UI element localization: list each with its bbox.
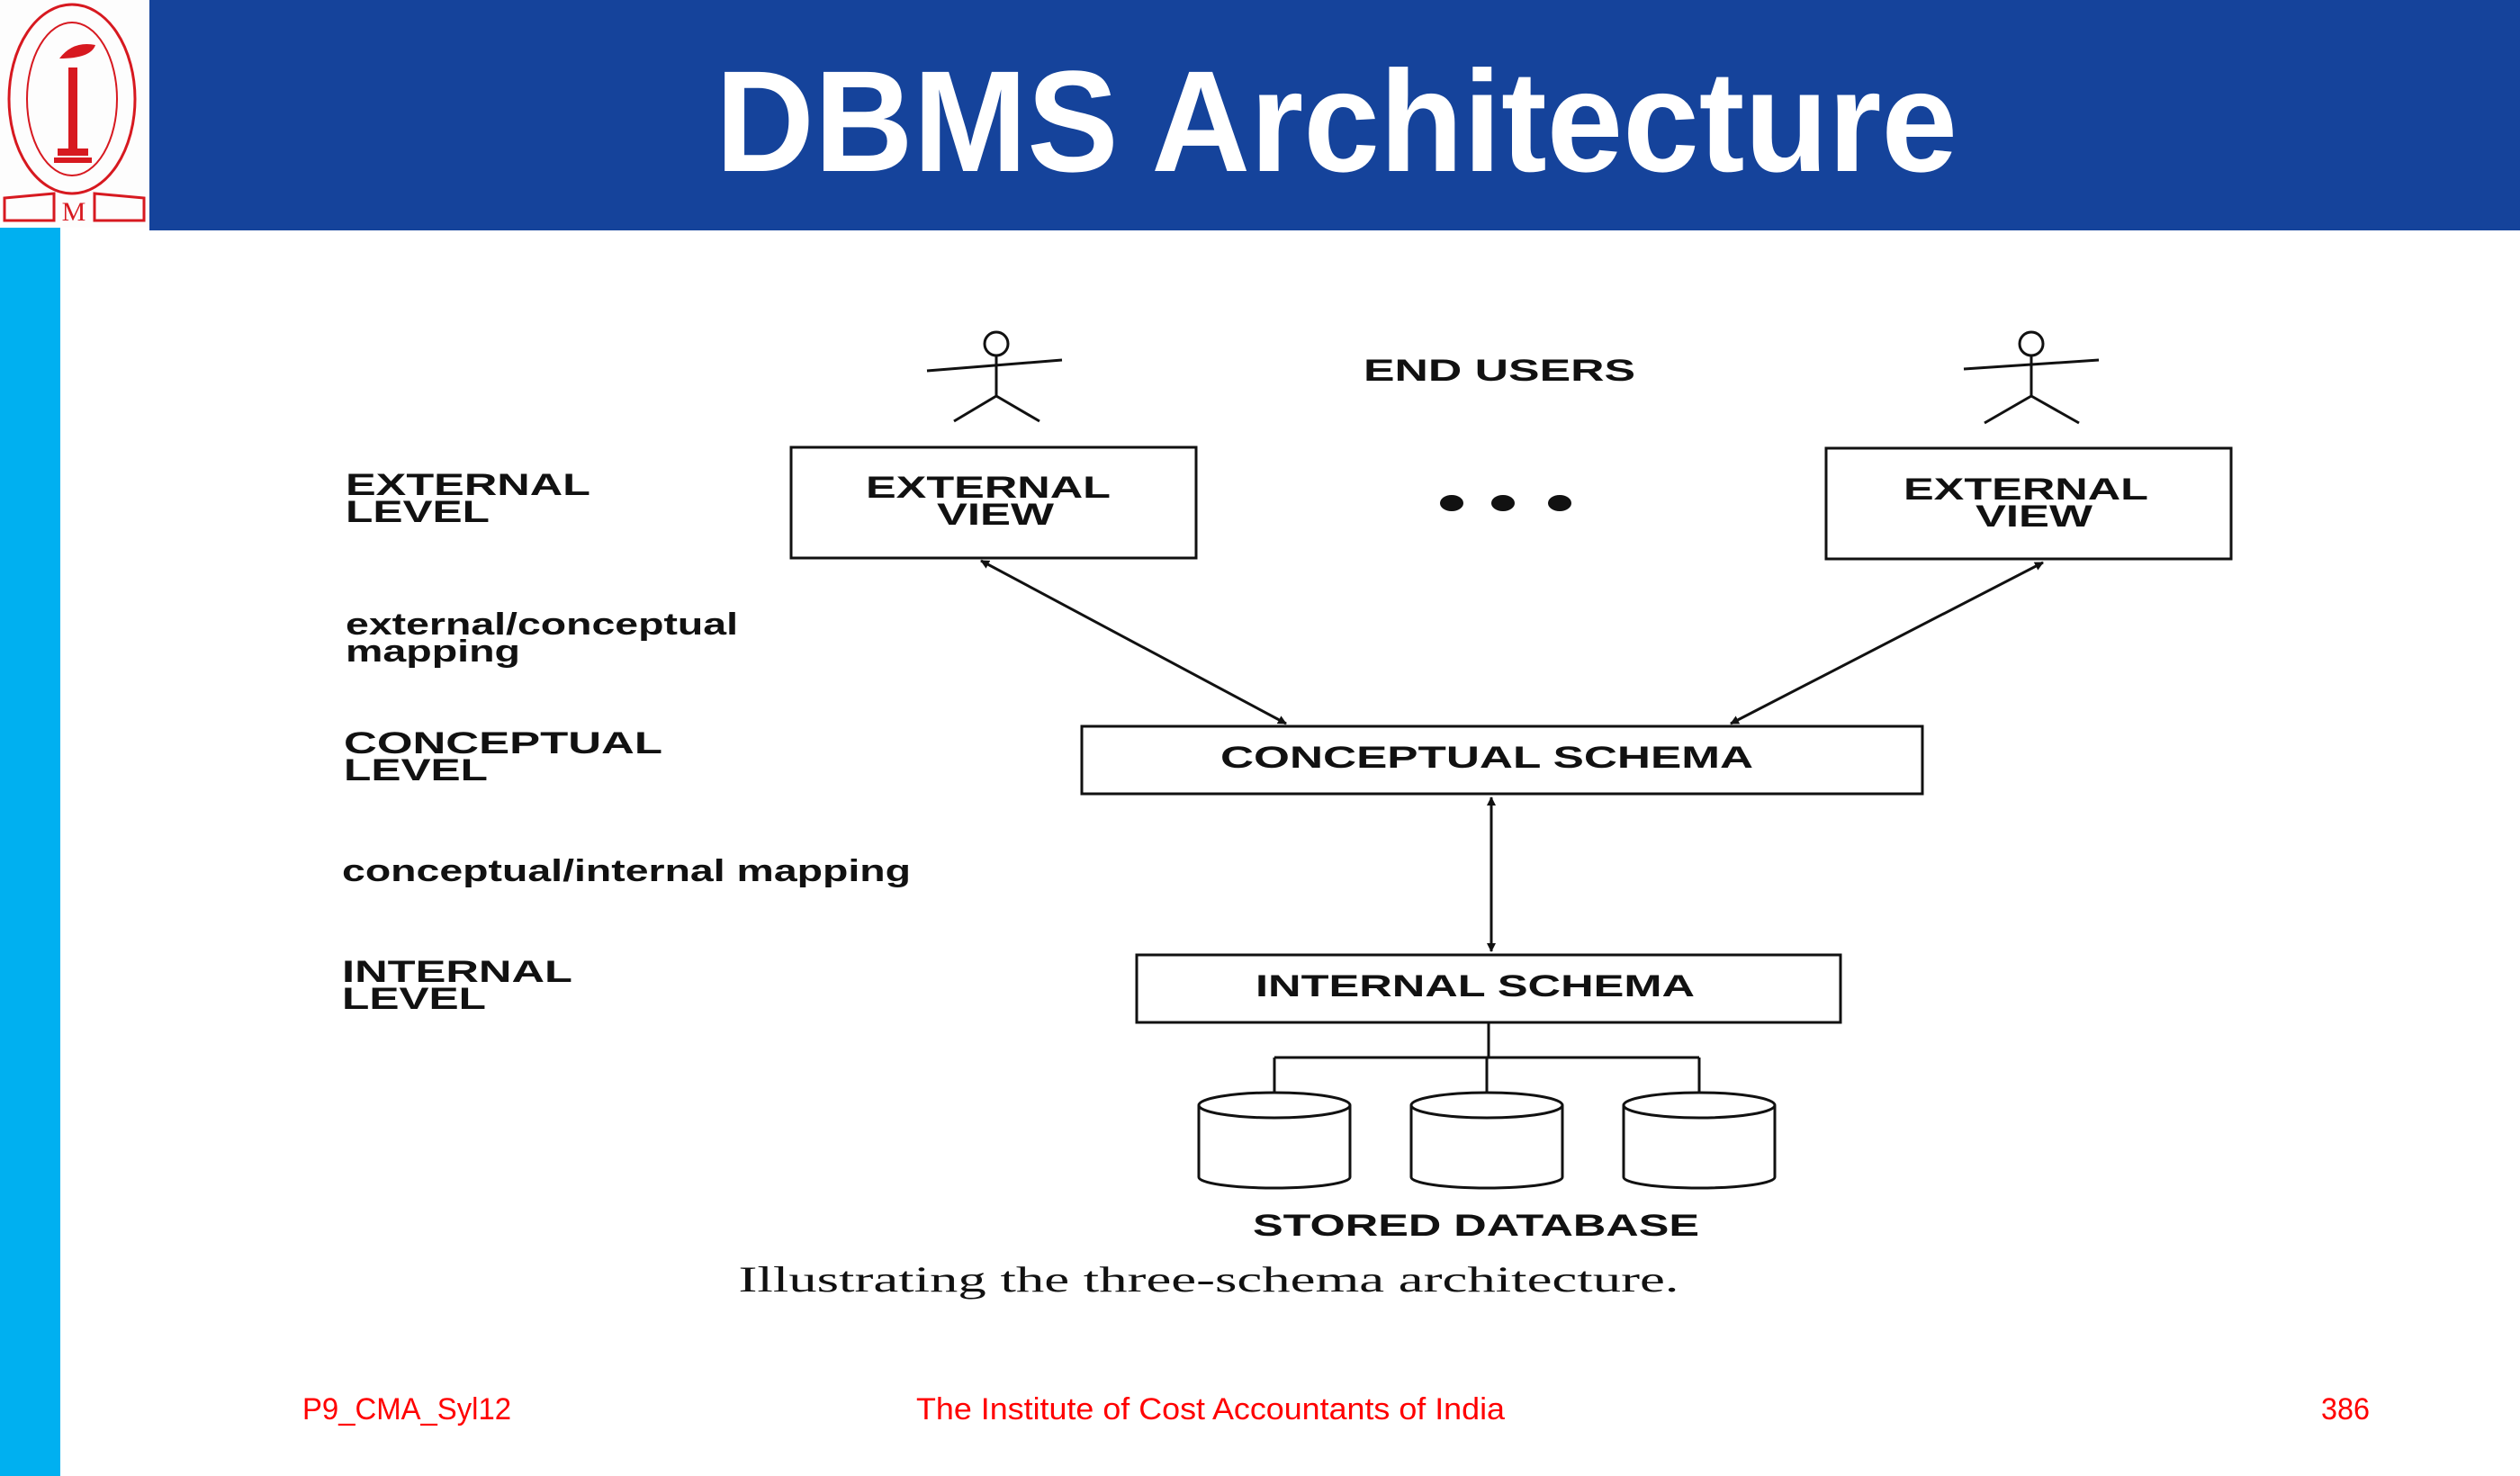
database-cylinder	[1197, 1091, 1352, 1190]
side-accent-bar	[0, 228, 60, 1476]
external-view-label-2: VIEW	[1976, 500, 2093, 534]
internal-level-label: INTERNAL	[342, 955, 572, 989]
external-view-label: EXTERNAL	[1904, 472, 2148, 507]
internal-schema-box: INTERNAL SCHEMA	[1135, 953, 1842, 1024]
external-view-label-2: VIEW	[937, 498, 1055, 532]
stored-database-label: STORED DATABASE	[1253, 1209, 1699, 1243]
external-conceptual-mapping-label-2: mapping	[346, 634, 520, 669]
end-users-label: END USERS	[1364, 354, 1635, 388]
footer-course-code: P9_CMA_Syl12	[302, 1392, 511, 1426]
conceptual-level-label: CONCEPTUAL	[344, 726, 662, 760]
external-view-label: EXTERNAL	[866, 471, 1111, 505]
conceptual-schema-box: CONCEPTUAL SCHEMA	[1080, 724, 1924, 796]
conceptual-level-label-2: LEVEL	[344, 753, 488, 788]
external-level-label-2: LEVEL	[346, 495, 490, 529]
conceptual-schema-label: CONCEPTUAL SCHEMA	[1220, 741, 1753, 775]
svg-text:M: M	[62, 197, 86, 227]
figure-caption: Illustrating the three-schema architectu…	[739, 1259, 1679, 1300]
end-user-figure-left	[926, 330, 1063, 423]
header-bar	[149, 0, 2520, 230]
database-cylinder	[1409, 1091, 1564, 1190]
page-title: DBMS Architecture	[716, 40, 1958, 202]
ellipsis-dots	[1440, 495, 1571, 511]
institute-logo: M	[0, 0, 149, 228]
mapping-arrow-right	[1730, 561, 2044, 725]
page-number: 386	[2321, 1392, 2370, 1426]
external-view-box-left: EXTERNAL VIEW	[789, 446, 1198, 560]
level-labels: EXTERNAL LEVEL external/conceptual mappi…	[342, 468, 911, 1016]
mapping-arrow-left	[980, 559, 1287, 725]
end-user-figure-right	[1963, 330, 2100, 425]
conceptual-internal-mapping-label: conceptual/internal mapping	[342, 854, 911, 888]
external-conceptual-mapping-label: external/conceptual	[346, 608, 738, 642]
database-cylinder	[1622, 1091, 1777, 1190]
footer-institute-name: The Institute of Cost Accountants of Ind…	[916, 1392, 1505, 1426]
database-connectors	[1273, 1022, 1701, 1100]
internal-level-label-2: LEVEL	[342, 982, 486, 1016]
external-level-label: EXTERNAL	[346, 468, 590, 502]
external-view-box-right: EXTERNAL VIEW	[1824, 446, 2233, 561]
internal-schema-label: INTERNAL SCHEMA	[1256, 969, 1695, 1004]
